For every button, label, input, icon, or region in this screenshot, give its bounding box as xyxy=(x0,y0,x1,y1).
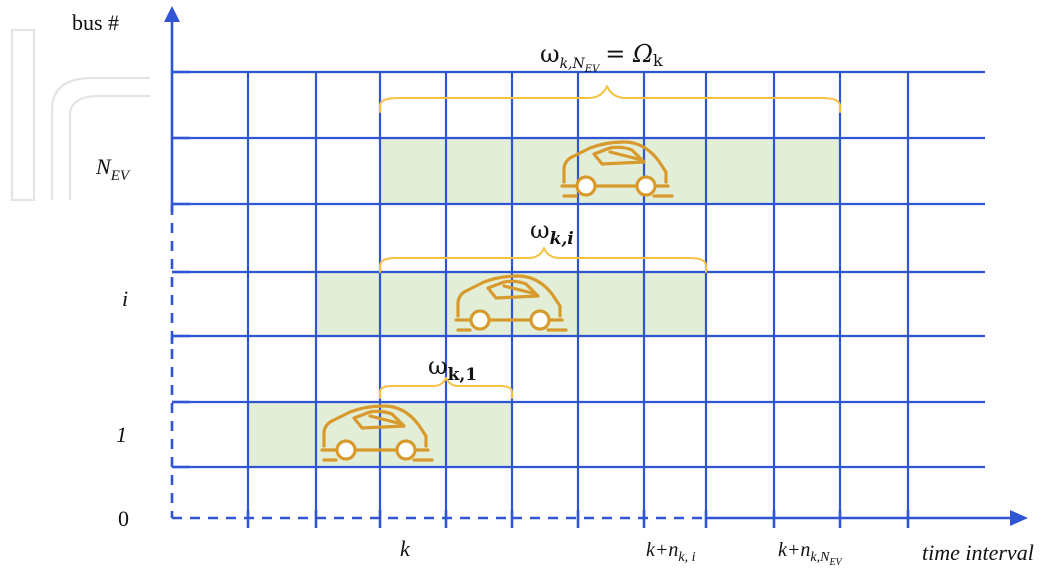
watermark-logo xyxy=(10,28,150,202)
axes xyxy=(164,6,1028,528)
row-label-i: i xyxy=(122,286,128,311)
y-axis-label: bus # xyxy=(72,10,119,35)
brace-omega-ki xyxy=(379,247,707,273)
x-tick-label-k-plus-nknev: k+nk,NEV xyxy=(778,539,844,568)
car-icon xyxy=(560,140,674,198)
brace-omega-k1 xyxy=(379,377,513,399)
schedule-grid xyxy=(172,70,985,518)
y-axis-arrow xyxy=(164,6,180,22)
car-icon xyxy=(320,404,434,462)
x-tick-label-k-plus-nki: k+nk, i xyxy=(646,539,696,565)
brace-label-omega-ki: ωk,i xyxy=(530,216,574,249)
brace-label-omega-k1: ωk,1 xyxy=(428,352,477,385)
brace-label-omega-knev: ωk,NEV= Ωk xyxy=(540,40,663,75)
braces xyxy=(379,85,841,399)
x-tick-label-k: k xyxy=(400,536,411,561)
x-axis-arrow xyxy=(1010,510,1028,526)
origin-label: 0 xyxy=(118,506,129,531)
x-axis-ticks xyxy=(246,510,910,528)
x-axis-label: time interval xyxy=(922,540,1034,565)
row-label-1: 1 xyxy=(116,422,127,447)
car-icon xyxy=(454,274,568,332)
row-label-nev: NEV xyxy=(95,154,131,184)
ev-cars xyxy=(320,140,674,462)
brace-omega-knev xyxy=(379,85,841,113)
